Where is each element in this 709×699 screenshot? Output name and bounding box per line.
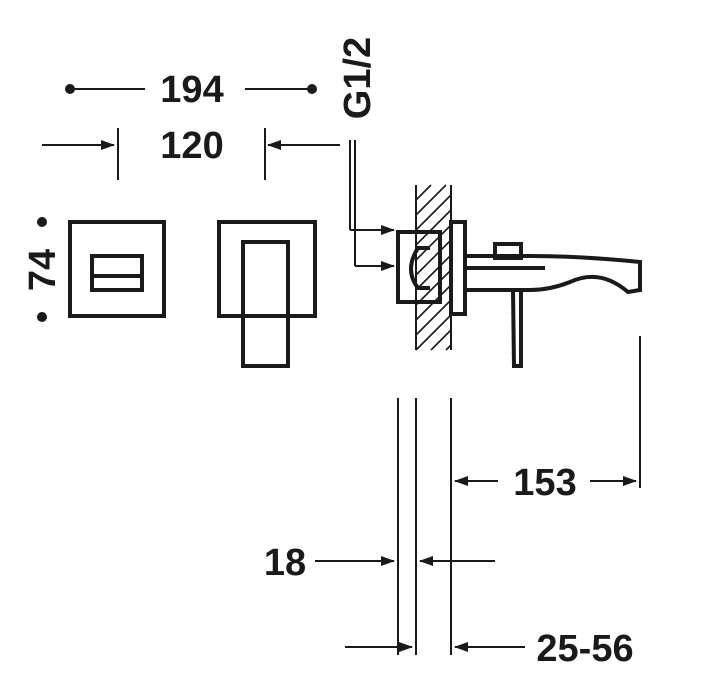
front-plate-right (217, 220, 317, 368)
dimension-194: 194 (65, 69, 317, 111)
dim-dot-right (307, 84, 317, 94)
dimension-153: 153 (454, 462, 637, 504)
dim-label-74: 74 (22, 249, 64, 291)
dim-label-thread: G1/2 (337, 37, 379, 119)
dim-dot-bottom (37, 312, 47, 322)
dim-label-120: 120 (160, 125, 223, 167)
dim-label-18: 18 (264, 542, 306, 584)
dimension-74: 74 (22, 217, 64, 322)
front-plate-left (68, 220, 166, 318)
dim-label-153: 153 (513, 462, 576, 504)
thread-callout: G1/2 (337, 37, 395, 271)
dim-label-25-56: 25-56 (536, 628, 633, 670)
dim-label-194: 194 (160, 69, 223, 111)
dimension-18: 18 (264, 542, 495, 584)
dimension-120: 120 (42, 125, 340, 180)
wall-section (415, 184, 452, 351)
dimension-25-56: 25-56 (345, 628, 634, 670)
mixer-side-view (396, 220, 642, 368)
wall-hatching (415, 184, 452, 351)
extension-lines (397, 336, 641, 655)
dim-dot-top (37, 217, 47, 227)
